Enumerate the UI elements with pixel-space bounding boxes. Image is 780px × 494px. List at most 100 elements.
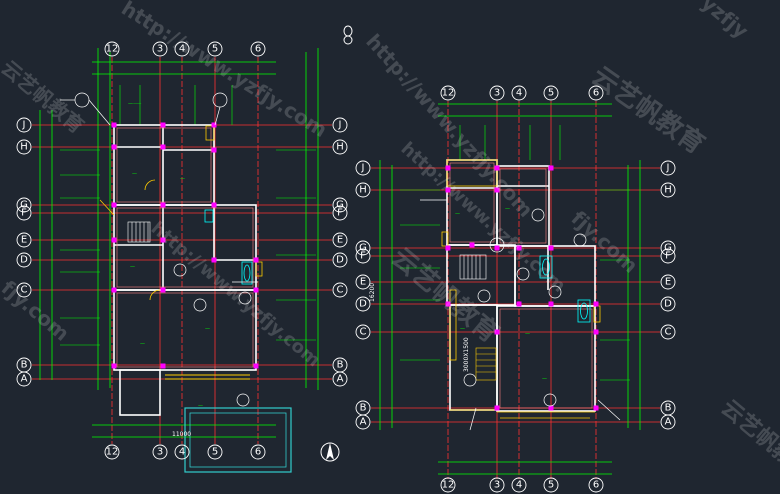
left-dimension-lines (39, 48, 319, 438)
right-axis-bottom-5: 5 (543, 477, 559, 493)
left-axis-left-J-label: J (22, 120, 26, 131)
left-axis-top-12: 12 (104, 41, 120, 57)
left-columns (111, 122, 259, 369)
left-column-square (253, 363, 259, 369)
left-axis-left-E: E (16, 232, 32, 248)
right-axis-left-D: D (355, 296, 371, 312)
left-axis-top-12-label: 12 (106, 44, 119, 55)
right-stair-size: 3000X1500 (463, 337, 470, 372)
right-axis-bottom-3: 3 (489, 477, 505, 493)
left-column-square (211, 122, 217, 128)
right-column-square (593, 301, 599, 307)
left-doors (99, 125, 263, 301)
right-axis-right-F-label: F (665, 251, 671, 262)
right-axis-bottom-12-label: 12 (442, 480, 455, 491)
right-column-square (548, 405, 554, 411)
right-axis-right-C: C (660, 324, 676, 340)
right-bathroom-fixtures (539, 255, 591, 323)
right-doors (441, 159, 601, 419)
svg-text:—⸺: —⸺ (128, 101, 142, 107)
left-column-square (160, 122, 166, 128)
right-axis-left-A-label: A (360, 417, 367, 428)
svg-text:—: — (205, 326, 210, 332)
right-column-square (516, 245, 522, 251)
left-axis-left-C-label: C (21, 285, 28, 296)
right-axis-right-H-label: H (664, 185, 672, 196)
left-axis-bottom-6-label: 6 (255, 447, 261, 458)
right-axis-left-B-label: B (360, 403, 367, 414)
right-axis-right-C-label: C (665, 327, 672, 338)
left-axis-left-B-label: B (21, 360, 28, 371)
right-axis-bottom-6-label: 6 (593, 480, 599, 491)
left-column-square (111, 122, 117, 128)
left-axis-bottom-3: 3 (152, 444, 168, 460)
right-dimension-lines (379, 103, 641, 475)
right-column-square (494, 165, 500, 171)
left-axis-right-B-label: B (337, 360, 344, 371)
right-axis-left-D-label: D (359, 299, 367, 310)
left-axis-bottom-4: 4 (174, 444, 190, 460)
right-walls-inner (449, 162, 593, 409)
right-axis-bottom-6: 6 (588, 477, 604, 493)
right-axis-top-4: 4 (511, 85, 527, 101)
left-axis-bottom-6: 6 (250, 444, 266, 460)
left-axis-right-H-label: H (336, 142, 344, 153)
left-axis-right-A: A (332, 371, 348, 387)
right-axis-left-G-label: G (359, 243, 367, 254)
left-axis-right-A-label: A (337, 374, 344, 385)
right-column-square (548, 301, 554, 307)
svg-text:—: — (180, 176, 185, 182)
left-column-square (111, 202, 117, 208)
right-axis-top-12-label: 12 (442, 88, 455, 99)
left-axis-left-D: D (16, 252, 32, 268)
right-axis-right-G-label: G (664, 243, 672, 254)
left-column-square (160, 363, 166, 369)
right-axis-top-5: 5 (543, 85, 559, 101)
left-axis-right-E-label: E (337, 235, 343, 246)
right-column-square (593, 405, 599, 411)
right-column-square (548, 245, 554, 251)
right-axis-left-H-label: H (359, 185, 367, 196)
left-axis-left-D-label: D (20, 255, 28, 266)
pool: — (184, 403, 292, 473)
left-axis-left-H: H (16, 139, 32, 155)
left-column-square (111, 287, 117, 293)
left-axis-left-G: G (16, 197, 32, 213)
right-axis-left-E: E (355, 274, 371, 290)
left-axis-bottom-4-label: 4 (179, 447, 185, 458)
right-axis-right-D: D (660, 296, 676, 312)
right-axis-top-4-label: 4 (516, 88, 522, 99)
right-column-square (516, 301, 522, 307)
right-axis-left-H: H (355, 182, 371, 198)
left-stair (127, 221, 151, 243)
left-annotations (60, 92, 258, 407)
left-axis-right-J: J (332, 117, 348, 133)
right-axis-bottom-4-label: 4 (516, 480, 522, 491)
left-axis-right-J-label: J (338, 120, 342, 131)
right-axis-bottom-5-label: 5 (548, 480, 554, 491)
right-columns (445, 165, 599, 411)
left-axis-right-H: H (332, 139, 348, 155)
right-axis-right-D-label: D (664, 299, 672, 310)
right-overall-height: 16200 (369, 283, 376, 302)
left-axis-bottom-12-label: 12 (106, 447, 119, 458)
left-axis-top-6-label: 6 (255, 44, 261, 55)
title-marker-icon (343, 25, 353, 45)
left-axis-top-6: 6 (250, 41, 266, 57)
right-column-square (445, 187, 451, 193)
left-floor-plan: —⸺ — — — — — — 11000 121233445566JJHHGGF… (16, 41, 348, 473)
right-axis-bottom-3-label: 3 (494, 480, 500, 491)
north-arrow-icon (320, 442, 340, 462)
right-axis-left-E-label: E (360, 277, 366, 288)
right-column-square (593, 329, 599, 335)
left-axis-top-5: 5 (207, 41, 223, 57)
right-dim-ticks (400, 125, 630, 381)
left-column-square (160, 237, 166, 243)
right-column-square (494, 187, 500, 193)
right-column-square (445, 165, 451, 171)
left-column-square (111, 363, 117, 369)
right-column-square (469, 242, 475, 248)
left-axis-right-C: C (332, 282, 348, 298)
